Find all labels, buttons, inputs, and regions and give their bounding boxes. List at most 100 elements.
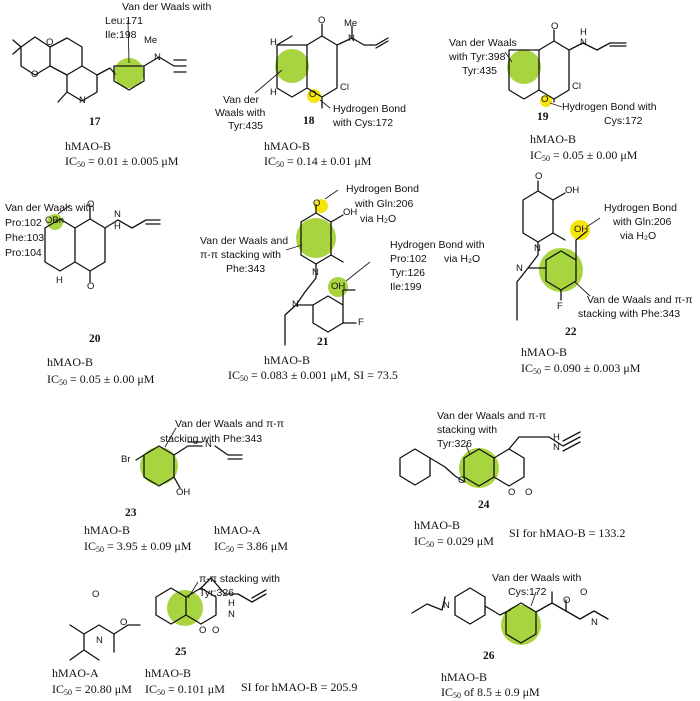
c23-oh-label: OH — [176, 487, 191, 498]
highlight-21-pyridinone — [296, 218, 336, 258]
highlight-18-benzo — [275, 49, 309, 83]
c26-note-line2: Cys:172 — [508, 586, 547, 598]
c18-me-label: Me — [344, 18, 358, 29]
c25-o2-label: O — [120, 617, 128, 628]
c22-ohbenzyl-label: OH — [574, 224, 589, 235]
c24-note-line2: stacking with — [437, 424, 498, 436]
c25-ic50-a: IC50 = 20.80 μM — [52, 682, 132, 697]
c26-note-line1: Van der Waals with — [492, 572, 582, 584]
highlight-19-carbonyl — [540, 95, 552, 107]
c20-h2-label: H — [56, 275, 63, 286]
c24-h-label: H — [553, 432, 560, 443]
c25-o3-label: O — [199, 625, 207, 636]
c26-ic50: IC50 of 8.5 ± 0.9 μM — [441, 685, 540, 700]
highlight-19-benzo — [507, 50, 541, 84]
c17-note-line3: Ile:198 — [105, 29, 137, 41]
c22-number: 22 — [565, 326, 577, 338]
c24-n-label: N — [553, 442, 560, 453]
c18-number: 18 — [303, 115, 315, 127]
c22-hb-line2: with Gln:206 — [613, 216, 672, 228]
c22-ic50: IC50 = 0.090 ± 0.003 μM — [521, 361, 641, 376]
c21-enzyme: hMAO-B — [264, 353, 311, 367]
c25-number: 25 — [175, 646, 187, 658]
c26-o1-label: O — [563, 595, 571, 606]
c20-ic50: IC50 = 0.05 ± 0.00 μM — [47, 372, 155, 387]
c20-n-label: N — [114, 209, 121, 220]
c26-n1-label: N — [443, 600, 450, 611]
c23-enzyme-b: hMAO-B — [84, 523, 131, 537]
c21-vdw-line2: π-π stacking with — [200, 249, 282, 261]
c17-note-line1: Van der Waals with — [122, 1, 212, 13]
c24-note-line3: Tyr:326 — [437, 438, 473, 450]
c19-enzyme: hMAO-B — [530, 132, 577, 146]
c23-ic50-a: IC50 = 3.86 μM — [214, 539, 288, 554]
c26-enzyme: hMAO-B — [441, 670, 488, 684]
c18-n-label: N — [348, 33, 355, 44]
c18-o2-label: O — [309, 89, 317, 100]
c23-note-line1: Van der Waals and π-π — [175, 418, 285, 430]
c18-vdw-line2: Waals with — [215, 107, 266, 119]
c22-o-label: O — [535, 171, 543, 182]
c25-ic50-b: IC50 = 0.101 μM — [145, 682, 225, 697]
c21-vdw-line3: Phe:343 — [226, 263, 266, 275]
c23-br-label: Br — [121, 454, 131, 465]
c17-note-line2: Leu:171 — [105, 15, 143, 27]
c20-note-line1: Van der Waals with — [5, 202, 95, 214]
structure-25 — [69, 577, 267, 661]
c19-vdw-line2: with Tyr:398 — [449, 51, 506, 63]
c21-hb2-line1: Hydrogen Bond with — [390, 239, 485, 251]
c17-n2-label: N — [79, 95, 86, 106]
interaction-highlights — [47, 49, 590, 645]
highlight-18-carbonyl — [307, 89, 321, 103]
c20-number: 20 — [89, 333, 101, 345]
c20-note-line4: Pro:104 — [5, 247, 42, 259]
c24-o1-label: O — [458, 475, 466, 486]
c21-ic50: IC50 = 0.083 ± 0.001 μM, SI = 73.5 — [228, 368, 398, 383]
c25-o1-label: O — [92, 589, 100, 600]
c26-n2-label: N — [591, 617, 598, 628]
c19-o2-label: O — [541, 94, 549, 105]
c17-o1-label: O — [46, 37, 54, 48]
c22-hb-line3: via H₂O — [620, 230, 657, 242]
c22-n2-label: N — [516, 263, 523, 274]
c18-hb-line1: Hydrogen Bond — [333, 103, 406, 115]
c19-n-label: N — [580, 37, 587, 48]
c24-number: 24 — [478, 499, 490, 511]
c19-number: 19 — [537, 111, 549, 123]
c23-enzyme-a: hMAO-A — [214, 523, 261, 537]
c19-hb-line1: Hydrogen Bond with — [562, 101, 657, 113]
c17-n-label: N — [154, 52, 161, 63]
c21-hb2-line3: via H₂O — [444, 253, 481, 265]
c21-hb2-line2: Pro:102 — [390, 253, 427, 265]
c21-hb1-line1: Hydrogen Bond — [346, 183, 419, 195]
c21-n1-label: N — [312, 267, 319, 278]
structure-19 — [504, 29, 627, 108]
structure-17 — [12, 19, 187, 103]
c20-enzyme: hMAO-B — [47, 355, 94, 369]
c19-ic50: IC50 = 0.05 ± 0.00 μM — [530, 148, 638, 163]
c17-ic50: IC50 = 0.01 ± 0.005 μM — [65, 154, 179, 169]
c25-note-line1: π-π stacking with — [199, 573, 281, 585]
c17-me-label: Me — [144, 35, 158, 46]
c19-cl-label: Cl — [572, 81, 581, 92]
c21-vdw-line1: Van der Waals and — [200, 235, 289, 247]
c20-o2-label: O — [87, 281, 95, 292]
c21-ohbenzyl-label: OH — [331, 281, 346, 292]
structure-22 — [516, 180, 601, 321]
structure-23 — [135, 427, 243, 489]
c18-hb-line2: with Cys:172 — [333, 117, 394, 129]
c18-enzyme: hMAO-B — [264, 139, 311, 153]
c19-vdw-line3: Tyr:435 — [462, 65, 498, 77]
c24-ic50: IC50 = 0.029 μM — [414, 534, 494, 549]
c25-o4-label: O — [212, 625, 220, 636]
structure-18 — [254, 23, 389, 109]
c17-enzyme: hMAO-B — [65, 139, 112, 153]
c23-ic50-b: IC50 = 3.95 ± 0.09 μM — [84, 539, 192, 554]
c22-oh-label: OH — [565, 185, 580, 196]
c22-hb-line1: Hydrogen Bond — [604, 202, 677, 214]
c18-o1-label: O — [318, 15, 326, 26]
c17-o2-label: O — [31, 69, 39, 80]
c21-hb2-line4: Tyr:126 — [390, 267, 426, 279]
